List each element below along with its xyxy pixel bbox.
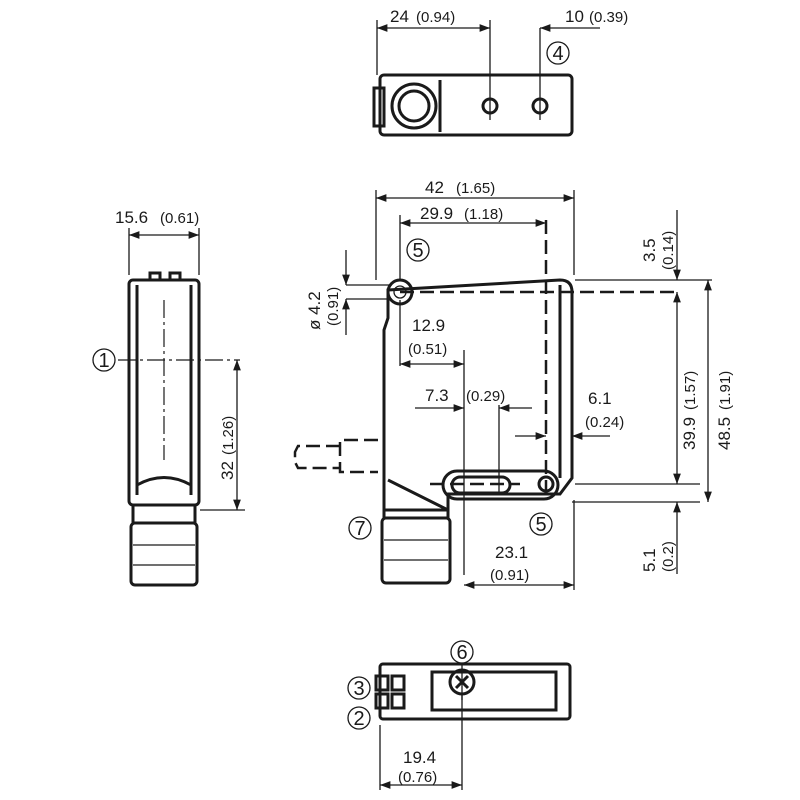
- dim-top-hole-in: (0.39): [589, 9, 628, 26]
- dim-bottom-width-in: (0.76): [398, 769, 437, 786]
- dim-side-axis: 32: [218, 461, 237, 480]
- side-view: 15.6 (0.61) 32 (1.26) 1: [92, 208, 245, 587]
- dim-slot-offset: 12.9: [412, 316, 445, 335]
- dim-bottom-in: (0.2): [660, 541, 677, 572]
- callout-3: 3: [353, 678, 364, 700]
- dim-side-width: 15.6: [115, 208, 148, 227]
- dim-total-width: 42: [425, 178, 444, 197]
- dim-lower: 23.1: [495, 543, 528, 562]
- callout-1: 1: [98, 350, 109, 372]
- dim-side-axis-in: (1.26): [220, 416, 237, 455]
- callout-5-top: 5: [412, 240, 423, 262]
- dim-bottom-width: 19.4: [403, 748, 436, 767]
- dim-hole-spacing: 29.9: [420, 204, 453, 223]
- dim-bottom: 5.1: [640, 548, 659, 572]
- dim-height-holes-in: (1.57): [682, 371, 699, 410]
- dim-edge: 6.1: [588, 389, 612, 408]
- callout-6: 6: [456, 642, 467, 664]
- dim-top: 3.5: [640, 238, 659, 262]
- bottom-view: 19.4 (0.76) 3 2 6: [347, 640, 572, 790]
- dim-height-in: (1.91): [717, 371, 734, 410]
- dim-edge-in: (0.24): [585, 414, 624, 431]
- callout-7: 7: [354, 518, 365, 540]
- dim-slot-length: 7.3: [425, 386, 449, 405]
- dim-top-width-in: (0.94): [416, 9, 455, 26]
- dim-top-hole: 10: [565, 7, 584, 26]
- callout-4: 4: [552, 43, 563, 65]
- dim-height: 48.5: [715, 417, 734, 450]
- dim-total-width-in: (1.65): [456, 180, 495, 197]
- dim-hole-spacing-in: (1.18): [464, 206, 503, 223]
- dim-slot-length-in: (0.29): [466, 388, 505, 405]
- dim-side-width-in: (0.61): [160, 210, 199, 227]
- dim-hole-dia: ø 4.2: [305, 291, 324, 330]
- dim-height-holes: 39.9: [680, 417, 699, 450]
- dim-slot-offset-in: (0.51): [408, 341, 447, 358]
- dim-top-in: (0.14): [660, 231, 677, 270]
- dim-lower-in: (0.91): [490, 567, 529, 584]
- dim-top-width: 24: [390, 7, 409, 26]
- callout-4-circle: [546, 41, 570, 65]
- callout-2: 2: [353, 708, 364, 730]
- callout-5-bottom: 5: [535, 514, 546, 536]
- top-view: 24 (0.94) 10 (0.39) 4: [372, 7, 628, 137]
- front-view: 42 (1.65) 29.9 (1.18) 12.9 (0.51) 7.3 (0…: [293, 178, 734, 590]
- dim-hole-dia-in: (0.91): [325, 287, 342, 326]
